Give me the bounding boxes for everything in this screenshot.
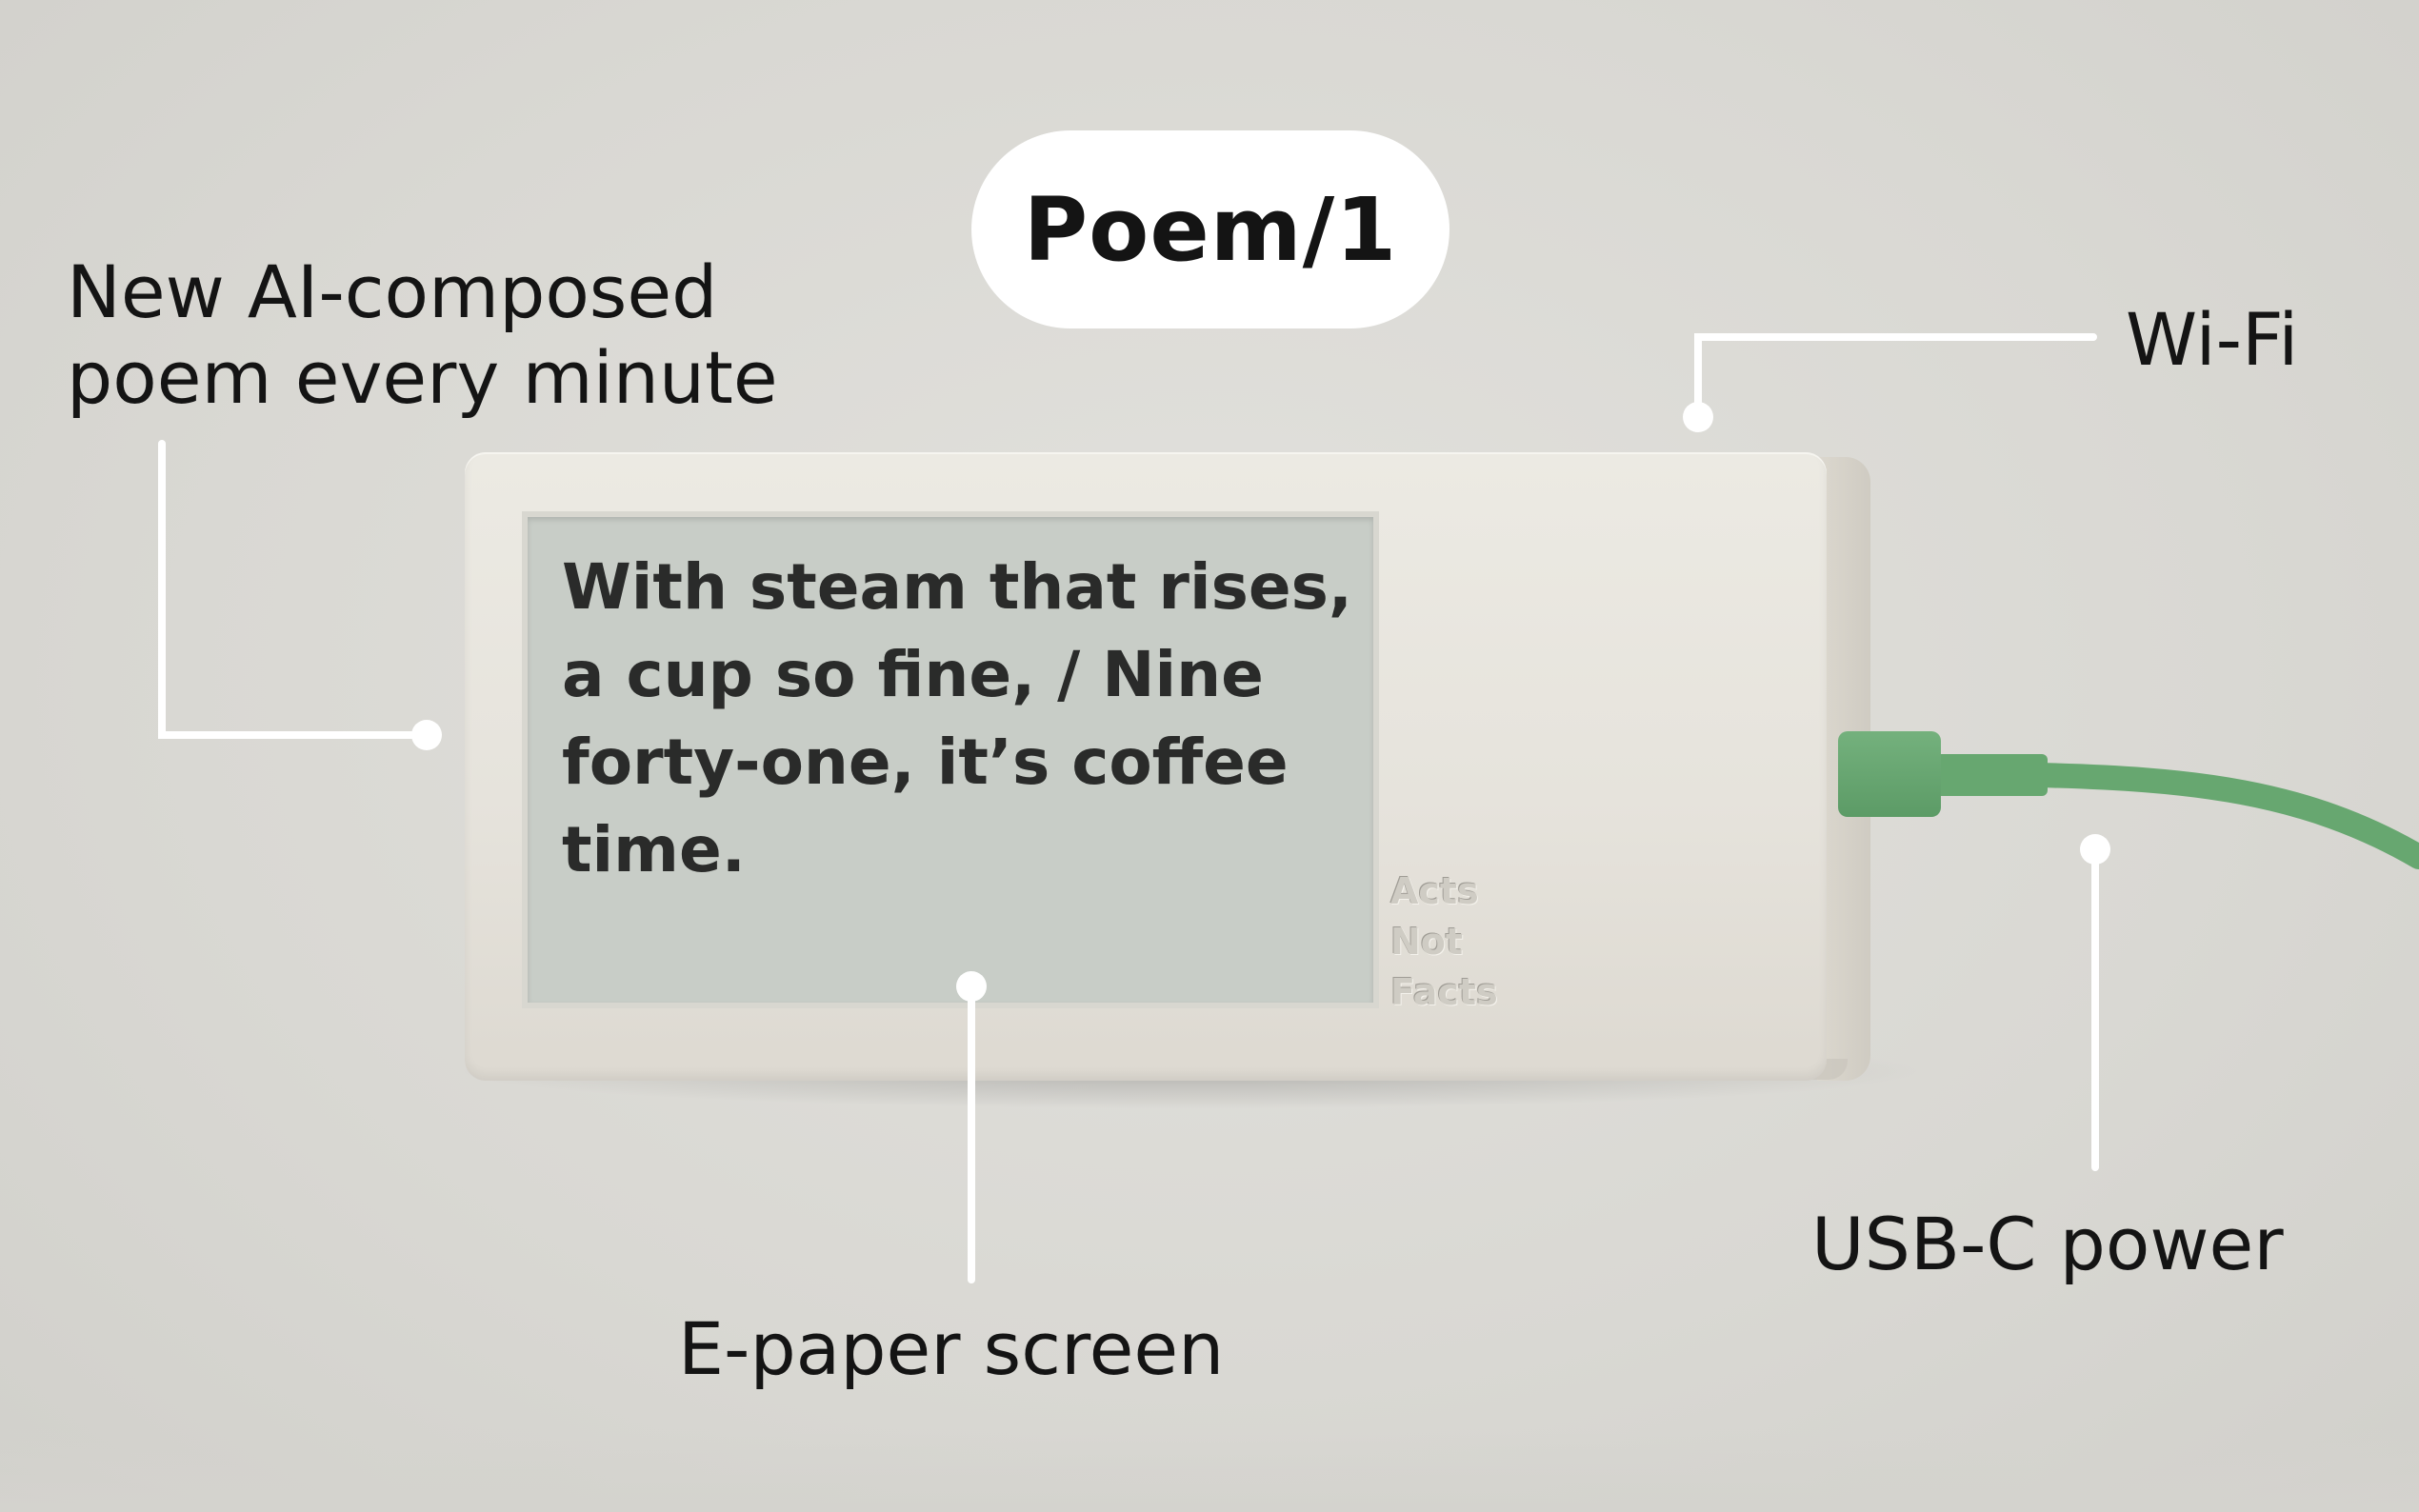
- engraved-brand: Acts Not Facts: [1390, 866, 1498, 1018]
- callout-ai-line-2: poem every minute: [67, 335, 778, 420]
- callout-usb-power: USB-C power: [1811, 1202, 2284, 1286]
- engraved-word-3: Facts: [1390, 971, 1498, 1013]
- callout-ai-line-1: New AI-composed: [67, 249, 718, 334]
- leader-wifi: [1694, 333, 2097, 419]
- engraved-word-1: Acts: [1390, 870, 1479, 912]
- leader-ai-poem: [158, 440, 429, 739]
- leader-ai-dot: [411, 720, 442, 750]
- callout-wifi: Wi-Fi: [2126, 297, 2299, 382]
- epaper-screen: With steam that rises, a cup so fine, / …: [522, 511, 1379, 1008]
- poem-text: With steam that rises, a cup so fine, / …: [562, 550, 1352, 886]
- product-title-pill: Poem/1: [971, 130, 1449, 328]
- callout-ai-poem: New AI-composed poem every minute: [67, 249, 778, 421]
- engraved-word-2: Not: [1390, 921, 1464, 963]
- usb-cable-cord: [2026, 763, 2419, 869]
- leader-usb-dot: [2080, 834, 2110, 865]
- usb-c-plug: [1838, 731, 1941, 817]
- leader-wifi-dot: [1683, 402, 1713, 432]
- product-title: Poem/1: [1023, 178, 1398, 281]
- bottom-fade: [0, 1428, 2419, 1512]
- usb-plug-neck: [1933, 754, 2048, 796]
- callout-epaper-screen: E-paper screen: [678, 1306, 1225, 1391]
